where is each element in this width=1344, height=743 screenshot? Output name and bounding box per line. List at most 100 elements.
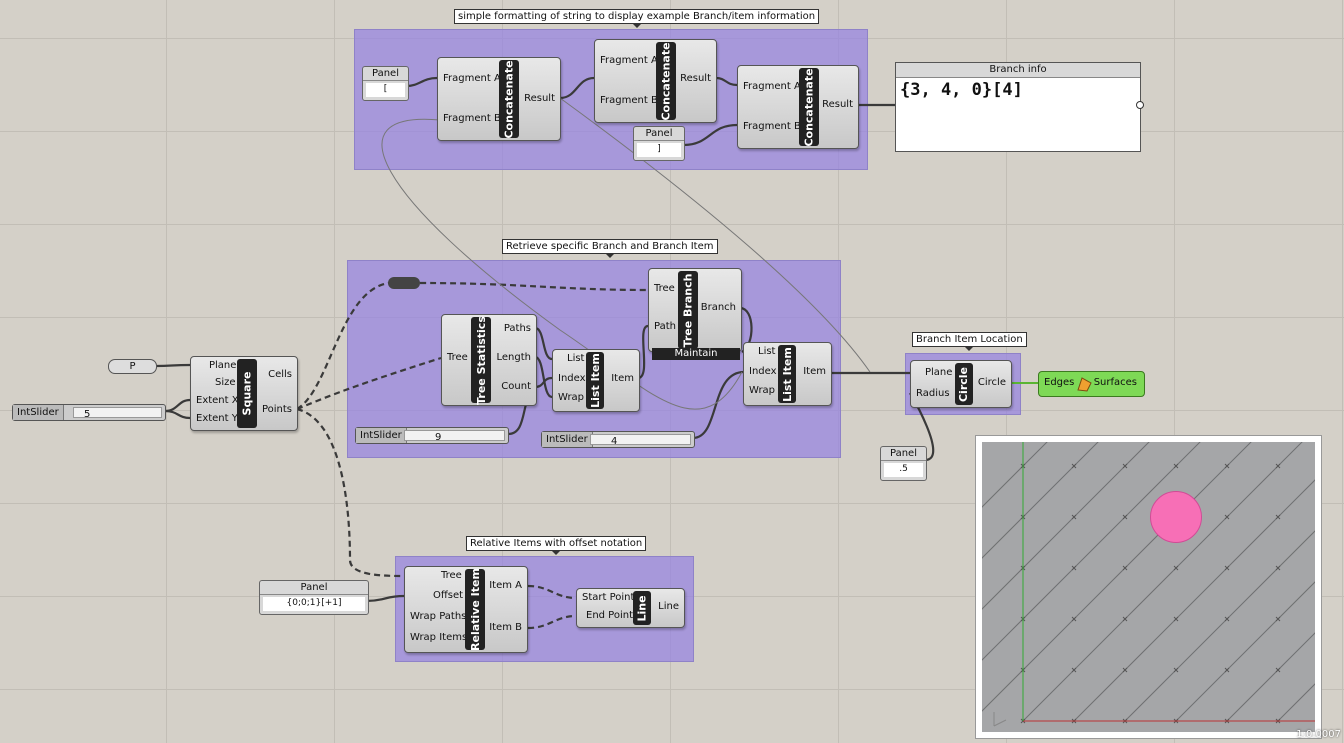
- input-end-point[interactable]: End Point: [586, 610, 634, 621]
- grid-point: [1224, 667, 1230, 673]
- input-edges[interactable]: Edges: [1044, 377, 1075, 388]
- output-count[interactable]: Count: [501, 381, 531, 392]
- component-name: List Item: [780, 346, 794, 402]
- grid-point: [1275, 565, 1281, 571]
- output-length[interactable]: Length: [496, 352, 532, 363]
- relay-node: [388, 277, 420, 289]
- viewport-canvas[interactable]: [982, 442, 1315, 732]
- group-title-relative-items: Relative Items with offset notation: [466, 536, 647, 555]
- input-tree[interactable]: Tree: [441, 570, 462, 581]
- grid-point: [1173, 616, 1179, 622]
- input-fragment-b[interactable]: Fragment B: [600, 95, 658, 106]
- input-list[interactable]: List: [567, 353, 585, 364]
- slider-track[interactable]: 5: [73, 407, 162, 420]
- component-name: Line: [635, 594, 649, 622]
- output-item[interactable]: Item: [803, 366, 826, 377]
- relative-item-component[interactable]: Tree Offset Wrap Paths Wrap Items Relati…: [404, 566, 528, 653]
- tree-index-int-slider[interactable]: IntSlider 9: [355, 427, 509, 444]
- input-fragment-b[interactable]: Fragment B: [743, 121, 801, 132]
- maintain-label[interactable]: Maintain: [652, 348, 740, 360]
- slider-value: 4: [611, 436, 618, 447]
- input-extent-x[interactable]: Extent X: [196, 395, 239, 406]
- output-grip[interactable]: [1136, 101, 1144, 109]
- output-result[interactable]: Result: [680, 73, 711, 84]
- list-item-component-2[interactable]: List Index Wrap List Item Item: [743, 342, 832, 406]
- panel-offset[interactable]: Panel {0;0;1}[+1]: [259, 580, 369, 615]
- panel-value: [: [366, 83, 405, 97]
- output-item-a[interactable]: Item A: [489, 580, 522, 591]
- output-circle[interactable]: Circle: [977, 377, 1006, 388]
- component-name: Tree Statistics: [474, 315, 488, 405]
- output-line[interactable]: Line: [658, 601, 679, 612]
- input-plane[interactable]: Plane: [209, 360, 237, 371]
- output-item-b[interactable]: Item B: [489, 622, 522, 633]
- wire-dashed: [296, 281, 390, 410]
- wire-dashed: [419, 281, 649, 292]
- square-grid-component[interactable]: Plane Size Extent X Extent Y Square Cell…: [190, 356, 298, 431]
- component-name: Concatenate: [659, 41, 673, 121]
- line-component[interactable]: Start Point End Point Line Line: [576, 588, 685, 628]
- grid-point: [1122, 514, 1128, 520]
- input-wrap-paths[interactable]: Wrap Paths: [410, 611, 467, 622]
- input-list[interactable]: List: [758, 346, 776, 357]
- panel-value: {0;0;1}[+1]: [263, 597, 365, 611]
- input-plane[interactable]: Plane: [925, 367, 953, 378]
- rhino-viewport-preview[interactable]: [975, 435, 1322, 739]
- boundary-surfaces-component[interactable]: Edges Surfaces: [1038, 371, 1145, 397]
- input-wrap-items[interactable]: Wrap Items: [410, 632, 468, 643]
- input-index[interactable]: Index: [749, 366, 777, 377]
- grid-point: [1275, 463, 1281, 469]
- output-branch[interactable]: Branch: [700, 302, 736, 313]
- input-tree[interactable]: Tree: [654, 283, 675, 294]
- tree-branch-component[interactable]: Tree Path Tree Branch Branch: [648, 268, 742, 352]
- panel-bracket-close[interactable]: Panel ]: [633, 126, 685, 161]
- output-paths[interactable]: Paths: [503, 323, 531, 334]
- group-title-branch-item-location: Branch Item Location: [912, 332, 1027, 351]
- wire-thin: [559, 97, 871, 373]
- branch-info-value: {3, 4, 0}[4]: [900, 80, 1023, 100]
- concatenate-component-3[interactable]: Fragment A Fragment B Concatenate Result: [737, 65, 859, 149]
- branch-info-panel[interactable]: Branch info {3, 4, 0}[4]: [895, 62, 1144, 152]
- wire: [692, 370, 745, 440]
- input-wrap[interactable]: Wrap: [558, 392, 585, 403]
- output-points[interactable]: Points: [261, 404, 292, 415]
- output-cells[interactable]: Cells: [268, 369, 292, 380]
- input-fragment-b[interactable]: Fragment B: [443, 113, 501, 124]
- wire: [365, 594, 405, 603]
- concatenate-component-2[interactable]: Fragment A Fragment B Concatenate Result: [594, 39, 717, 123]
- input-size[interactable]: Size: [215, 377, 236, 388]
- tree-statistics-component[interactable]: Tree Tree Statistics Paths Length Count: [441, 314, 537, 406]
- extent-int-slider[interactable]: IntSlider 5: [12, 404, 166, 421]
- output-surfaces[interactable]: Surfaces: [1093, 377, 1137, 388]
- input-fragment-a[interactable]: Fragment A: [743, 81, 801, 92]
- input-start-point[interactable]: Start Point: [582, 592, 635, 603]
- input-fragment-a[interactable]: Fragment A: [600, 55, 658, 66]
- list-item-component-1[interactable]: List Index Wrap List Item Item: [552, 349, 640, 412]
- grid-point: [1071, 616, 1077, 622]
- input-radius[interactable]: Radius: [916, 388, 950, 399]
- concatenate-component-1[interactable]: Fragment A Fragment B Concatenate Result: [437, 57, 561, 141]
- input-wrap[interactable]: Wrap: [749, 385, 776, 396]
- input-fragment-a[interactable]: Fragment A: [443, 73, 501, 84]
- panel-bracket-open[interactable]: Panel [: [362, 66, 409, 101]
- input-offset[interactable]: Offset: [433, 590, 464, 601]
- circle-component[interactable]: Plane Radius Circle Circle: [910, 360, 1012, 408]
- slider-track[interactable]: 4: [590, 434, 691, 447]
- axis-gizmo-icon: [993, 712, 1007, 727]
- input-index[interactable]: Index: [558, 373, 586, 384]
- component-name: Tree Branch: [681, 273, 695, 347]
- component-name-bar: Tree Statistics: [471, 315, 491, 405]
- slider-track[interactable]: 9: [404, 430, 505, 443]
- grid-point: [1224, 565, 1230, 571]
- input-extent-y[interactable]: Extent Y: [196, 413, 238, 424]
- output-result[interactable]: Result: [524, 93, 555, 104]
- component-name: List Item: [588, 353, 602, 408]
- output-result[interactable]: Result: [822, 99, 853, 110]
- panel-radius[interactable]: Panel .5: [880, 446, 927, 481]
- item-index-int-slider[interactable]: IntSlider 4: [541, 431, 695, 448]
- input-path[interactable]: Path: [654, 321, 676, 332]
- point-param[interactable]: P: [108, 359, 157, 374]
- input-tree[interactable]: Tree: [447, 352, 468, 363]
- output-item[interactable]: Item: [611, 373, 634, 384]
